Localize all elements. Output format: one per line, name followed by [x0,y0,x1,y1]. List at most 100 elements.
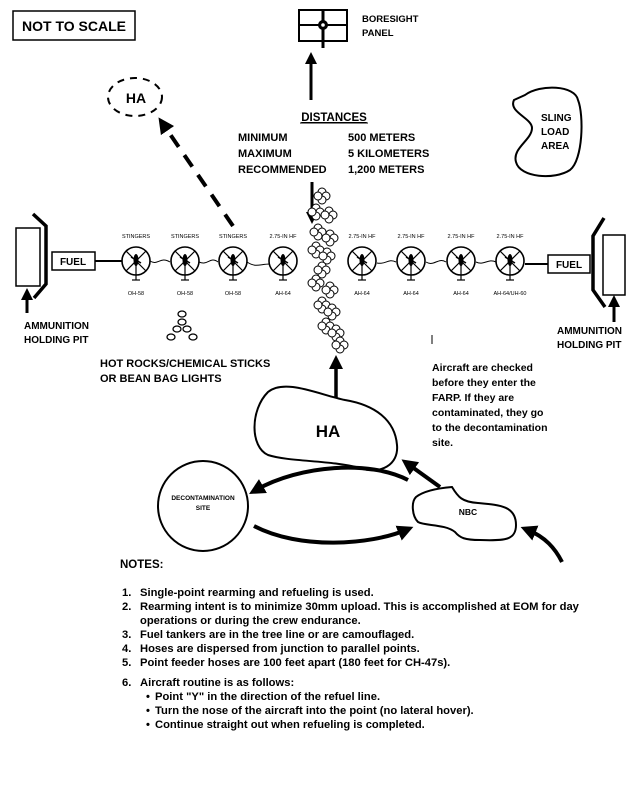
svg-text:1,200 METERS: 1,200 METERS [348,164,424,176]
svg-text:before they enter the: before they enter the [432,377,536,389]
point-aircraft-label: OH-58 [177,291,193,297]
note-item: 2.Rearming intent is to minimize 30mm up… [122,601,579,627]
helicopter-icon [356,254,368,281]
notes-section: NOTES: 1.Single-point rearming and refue… [118,558,638,732]
svg-text:HA: HA [316,422,341,441]
helicopter-icon [405,254,417,281]
flow-arrows [249,459,564,563]
fuel-hoses [149,259,497,266]
tree-line [307,187,349,354]
sling-load-area: SLING LOAD AREA [512,86,583,178]
svg-text:AREA: AREA [541,141,569,152]
svg-text:RECOMMENDED: RECOMMENDED [238,164,327,176]
tree-icon [318,247,336,265]
svg-text:MAXIMUM: MAXIMUM [238,148,292,160]
tree-icon [321,281,339,299]
tree-icon [309,223,327,241]
helicopter-icon [130,254,142,281]
helicopter-icon [455,254,467,281]
tree-icon [323,303,341,321]
alternate-holding-area: HA [107,77,163,117]
tree-icon [307,203,325,221]
refuel-point: 2.75-IN HF AH-64 [396,234,426,297]
tree-icon [313,261,331,279]
tree-icon [331,336,349,354]
tree-icon [307,274,325,292]
point-munition-label: 2.75-IN HF [270,234,298,240]
svg-text:BORESIGHT: BORESIGHT [362,14,419,25]
tree-icon [321,229,339,247]
fuel-point-right: FUEL [525,254,591,274]
note-item: 4.Hoses are dispersed from junction to p… [122,643,420,655]
svg-text:FUEL: FUEL [556,260,582,271]
svg-text:FUEL: FUEL [60,257,86,268]
bullet-icon: • [146,691,150,703]
refuel-points: STINGERS OH-58 STINGERS OH-58 STINGERS OH-58 2… [121,234,527,297]
helicopter-icon [504,254,516,281]
svg-text:HOLDING PIT: HOLDING PIT [557,340,621,351]
point-aircraft-label: AH-64 [354,291,370,297]
refuel-point: 2.75-IN HF AH-64 [347,234,377,297]
helicopter-icon [179,254,191,281]
svg-text:AMMUNITION: AMMUNITION [557,326,622,337]
not-to-scale-label: NOT TO SCALE [12,10,136,41]
tree-icon [327,324,345,342]
point-aircraft-label: AH-64 [403,291,419,297]
point-aircraft-label: AH-64 [275,291,291,297]
svg-text:PANEL: PANEL [362,28,394,39]
svg-text:to the decontamination: to the decontamination [432,422,548,434]
decontamination-site: DECONTAMINATION SITE [157,460,249,552]
point-munition-label: 2.75-IN HF [497,234,525,240]
bullet-icon: • [146,705,150,717]
note-item: 6.Aircraft routine is as follows: •Point… [122,676,638,732]
svg-text:Aircraft are checked: Aircraft are checked [432,362,533,374]
routine-item: •Continue straight out when refueling is… [146,719,425,731]
svg-text:contaminated, they go: contaminated, they go [432,407,543,419]
point-aircraft-label: AH-64 [453,291,469,297]
point-munition-label: 2.75-IN HF [448,234,476,240]
svg-text:OR BEAN BAG LIGHTS: OR BEAN BAG LIGHTS [100,373,222,385]
routine-item: •Point "Y" in the direction of the refue… [146,691,381,703]
notes-list: 1.Single-point rearming and refueling is… [118,586,638,732]
point-aircraft-label: OH-58 [225,291,241,297]
bullet-icon: • [146,719,150,731]
ammo-holding-pit-left: AMMUNITION HOLDING PIT [15,212,89,346]
svg-text:5 KILOMETERS: 5 KILOMETERS [348,148,429,160]
svg-text:DISTANCES: DISTANCES [301,112,367,124]
helicopter-icon [227,254,239,281]
routine-list: •Point "Y" in the direction of the refue… [140,690,638,732]
note-item: 1.Single-point rearming and refueling is… [122,587,374,599]
svg-text:HOLDING PIT: HOLDING PIT [24,335,88,346]
routine-item: •Turn the nose of the aircraft into the … [146,705,474,717]
svg-text:HOT ROCKS/CHEMICAL STICKS: HOT ROCKS/CHEMICAL STICKS [100,358,270,370]
tree-icon [320,206,338,224]
nbc-info-text: Aircraft are checked before they enter t… [432,362,548,449]
point-munition-label: STINGERS [219,234,247,240]
nbc-check-area: NBC [411,485,518,542]
landing-lights [166,310,198,341]
point-munition-label: STINGERS [171,234,199,240]
svg-text:SLING: SLING [541,113,572,124]
point-munition-label: 2.75-IN HF [349,234,377,240]
svg-text:LOAD: LOAD [541,127,569,138]
point-munition-label: STINGERS [122,234,150,240]
svg-text:500 METERS: 500 METERS [348,132,415,144]
tree-icon [313,187,331,205]
lights-label: HOT ROCKS/CHEMICAL STICKS OR BEAN BAG LI… [100,358,270,385]
refuel-point: STINGERS OH-58 [218,234,248,297]
refuel-point: 2.75-IN HF AH-64 [268,234,298,297]
note-item: 3.Fuel tankers are in the tree line or a… [122,629,415,641]
svg-text:AMMUNITION: AMMUNITION [24,321,89,332]
distances-block: DISTANCES MINIMUM MAXIMUM RECOMMENDED 50… [238,112,429,176]
svg-text:NBC: NBC [459,507,477,517]
note-item: 5.Point feeder hoses are 100 feet apart … [122,657,451,669]
ammo-holding-pit-right: AMMUNITION HOLDING PIT [557,217,626,351]
notes-title: NOTES: [120,559,164,571]
point-aircraft-label: OH-58 [128,291,144,297]
svg-text:FARP. If they are: FARP. If they are [432,392,514,404]
point-munition-label: 2.75-IN HF [398,234,426,240]
svg-text:MINIMUM: MINIMUM [238,132,288,144]
fuel-point-left: FUEL [51,251,123,271]
